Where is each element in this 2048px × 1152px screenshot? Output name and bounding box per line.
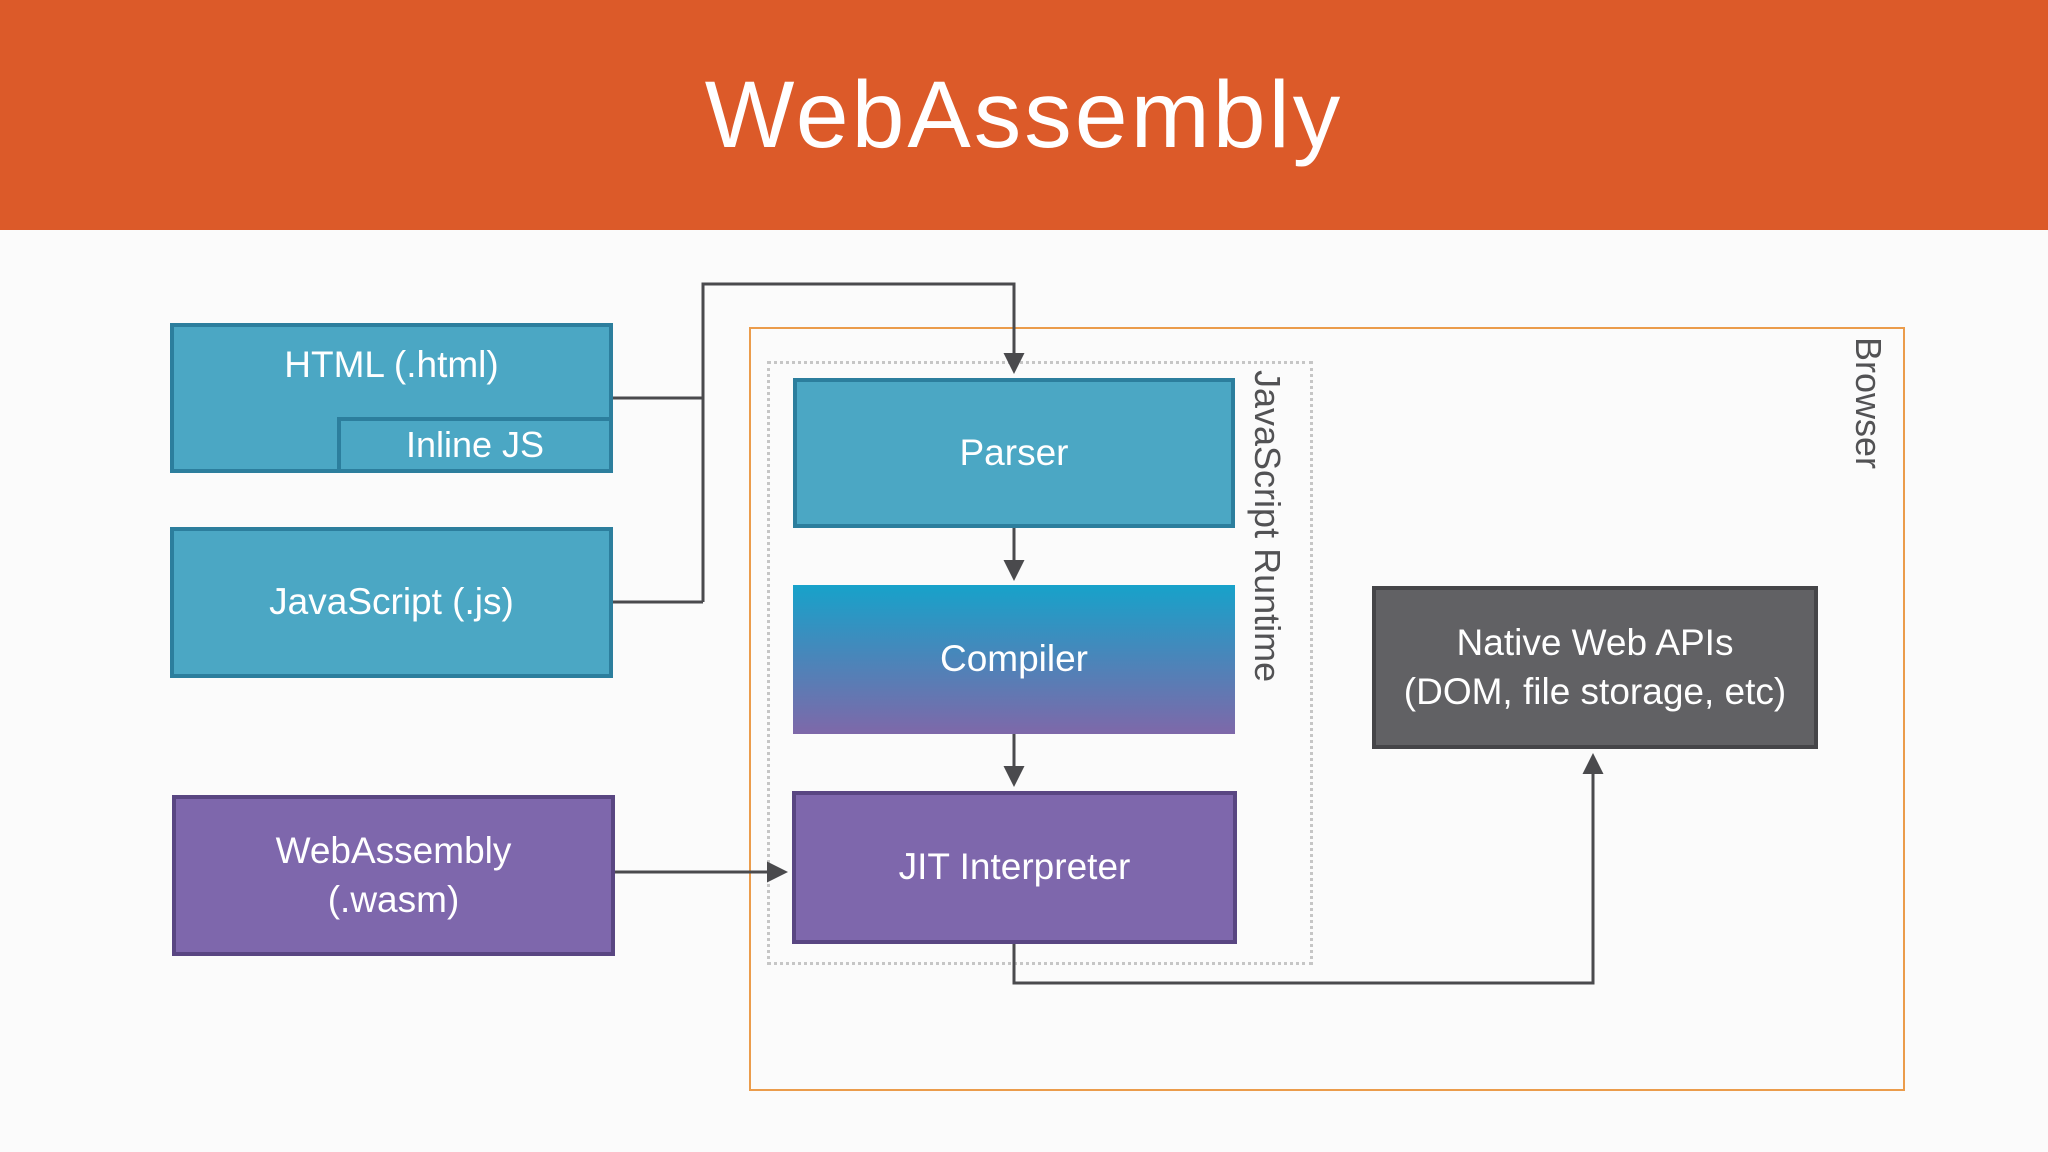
inline-js-box: Inline JS bbox=[337, 417, 613, 473]
native-web-apis-box: Native Web APIs (DOM, file storage, etc) bbox=[1372, 586, 1818, 749]
native-web-apis-label-line2: (DOM, file storage, etc) bbox=[1403, 670, 1787, 712]
javascript-runtime-label: JavaScript Runtime bbox=[1247, 370, 1288, 683]
browser-box: Browser bbox=[749, 327, 1905, 1091]
native-web-apis-label-line1: Native Web APIs bbox=[1456, 622, 1734, 664]
jit-interpreter-label: JIT Interpreter bbox=[898, 846, 1131, 888]
parser-box: Parser bbox=[793, 378, 1235, 528]
slide-title: WebAssembly bbox=[704, 61, 1344, 168]
javascript-box: JavaScript (.js) bbox=[170, 527, 613, 678]
header-banner: WebAssembly bbox=[0, 0, 2048, 230]
webassembly-box-label-line2: (.wasm) bbox=[327, 878, 460, 920]
webassembly-box: WebAssembly (.wasm) bbox=[172, 795, 615, 956]
compiler-box: Compiler bbox=[793, 585, 1235, 734]
webassembly-box-label-line1: WebAssembly bbox=[275, 830, 512, 872]
javascript-box-label: JavaScript (.js) bbox=[269, 581, 514, 623]
inline-js-label: Inline JS bbox=[405, 423, 545, 465]
compiler-label: Compiler bbox=[939, 638, 1089, 680]
html-box-label: HTML (.html) bbox=[284, 344, 499, 385]
browser-label: Browser bbox=[1848, 337, 1889, 470]
parser-label: Parser bbox=[959, 431, 1069, 473]
jit-interpreter-box: JIT Interpreter bbox=[792, 791, 1237, 944]
